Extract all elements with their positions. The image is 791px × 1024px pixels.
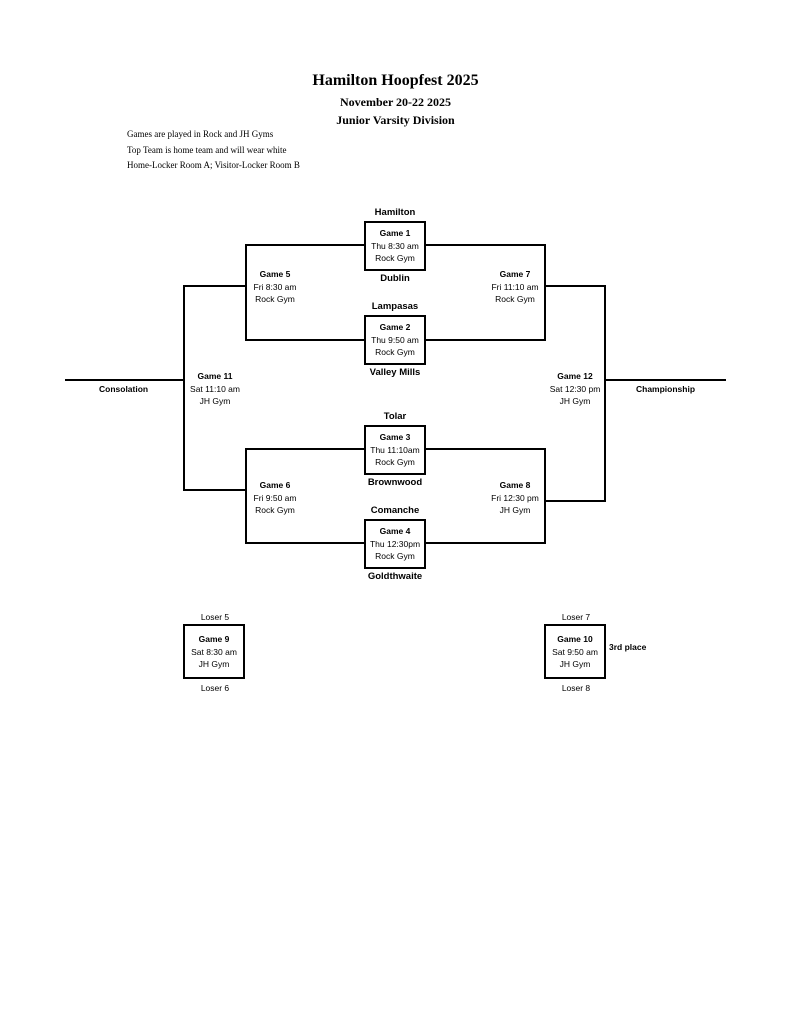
division-name: Junior Varsity Division xyxy=(336,113,455,127)
game-10-time: Sat 9:50 am xyxy=(552,646,598,657)
note-locker-rooms: Home-Locker Room A; Visitor-Locker Room … xyxy=(127,160,300,170)
game-2-gym: Rock Gym xyxy=(375,347,415,357)
game-6-gym: Rock Gym xyxy=(255,505,295,515)
game-3-box xyxy=(364,425,426,475)
game-9-info: Game 9 Sat 8:30 am JH Gym xyxy=(183,633,245,671)
championship-label: Championship xyxy=(636,384,696,394)
game-2-name: Game 2 xyxy=(379,322,411,332)
tournament-dates: November 20-22 2025 xyxy=(339,95,452,109)
game-7-gym: Rock Gym xyxy=(495,294,535,304)
game-3-gym: Rock Gym xyxy=(375,457,415,467)
game-6-info: Game 6 Fri 9:50 am Rock Gym xyxy=(245,479,305,517)
game-12-info: Game 12 Sat 12:30 pm JH Gym xyxy=(543,370,607,408)
game-10-box xyxy=(544,624,606,679)
team-hamilton: Hamilton xyxy=(374,207,416,218)
game-10-info: Game 10 Sat 9:50 am JH Gym xyxy=(544,633,606,671)
game-2-info: Game 2 Thu 9:50 am Rock Gym xyxy=(364,321,426,359)
game-5-name: Game 5 xyxy=(259,269,291,279)
team-tolar: Tolar xyxy=(383,411,407,422)
game-8-time: Fri 12:30 pm xyxy=(491,492,539,503)
game-11-gym: JH Gym xyxy=(199,396,231,406)
game-12-gym: JH Gym xyxy=(559,396,591,406)
game-1-name: Game 1 xyxy=(379,228,411,238)
loser-8-label: Loser 8 xyxy=(561,683,591,693)
loser-7-label: Loser 7 xyxy=(561,612,591,622)
game-2-time: Thu 9:50 am xyxy=(371,334,419,345)
game-11-name: Game 11 xyxy=(197,371,233,381)
game-1-gym: Rock Gym xyxy=(375,253,415,263)
game-9-box xyxy=(183,624,245,679)
game-3-info: Game 3 Thu 11:10am Rock Gym xyxy=(364,431,426,469)
team-dublin: Dublin xyxy=(380,273,410,284)
game-12-time: Sat 12:30 pm xyxy=(549,383,601,394)
game-5-gym: Rock Gym xyxy=(255,294,295,304)
game-4-gym: Rock Gym xyxy=(375,551,415,561)
team-goldthwaite: Goldthwaite xyxy=(367,571,423,582)
game-7-name: Game 7 xyxy=(499,269,531,279)
consolation-label: Consolation xyxy=(99,384,149,394)
third-place-label: 3rd place xyxy=(609,642,647,652)
game-10-gym: JH Gym xyxy=(559,659,591,669)
loser-6-label: Loser 6 xyxy=(200,683,230,693)
team-brownwood: Brownwood xyxy=(367,477,423,488)
game-7-time: Fri 11:10 am xyxy=(491,281,539,292)
game-11-info: Game 11 Sat 11:10 am JH Gym xyxy=(184,370,246,408)
game-3-time: Thu 11:10am xyxy=(370,444,420,455)
game-4-time: Thu 12:30pm xyxy=(369,538,421,549)
game-1-info: Game 1 Thu 8:30 am Rock Gym xyxy=(364,227,426,265)
game-7-info: Game 7 Fri 11:10 am Rock Gym xyxy=(485,268,545,306)
game-5-info: Game 5 Fri 8:30 am Rock Gym xyxy=(245,268,305,306)
game-12-name: Game 12 xyxy=(557,371,593,381)
team-lampasas: Lampasas xyxy=(371,301,419,312)
team-comanche: Comanche xyxy=(370,505,420,516)
game-11-time: Sat 11:10 am xyxy=(190,383,240,394)
game-8-gym: JH Gym xyxy=(499,505,531,515)
page-title: Hamilton Hoopfest 2025 xyxy=(312,72,479,89)
game-8-name: Game 8 xyxy=(499,480,531,490)
game-9-time: Sat 8:30 am xyxy=(191,646,237,657)
game-6-name: Game 6 xyxy=(259,480,291,490)
game-4-name: Game 4 xyxy=(379,526,411,536)
game-8-info: Game 8 Fri 12:30 pm JH Gym xyxy=(485,479,545,517)
loser-5-label: Loser 5 xyxy=(200,612,230,622)
game-6-time: Fri 9:50 am xyxy=(253,492,297,503)
team-valley-mills: Valley Mills xyxy=(369,367,421,378)
note-home-team: Top Team is home team and will wear whit… xyxy=(127,145,287,155)
game-1-time: Thu 8:30 am xyxy=(371,240,419,251)
game-9-name: Game 9 xyxy=(198,634,230,644)
game-1-box xyxy=(364,221,426,271)
game-2-box xyxy=(364,315,426,365)
game-10-name: Game 10 xyxy=(557,634,593,644)
game-4-box xyxy=(364,519,426,569)
game-5-time: Fri 8:30 am xyxy=(253,281,297,292)
game-3-name: Game 3 xyxy=(379,432,411,442)
game-9-gym: JH Gym xyxy=(198,659,230,669)
note-gyms: Games are played in Rock and JH Gyms xyxy=(127,129,274,139)
game-4-info: Game 4 Thu 12:30pm Rock Gym xyxy=(364,525,426,563)
